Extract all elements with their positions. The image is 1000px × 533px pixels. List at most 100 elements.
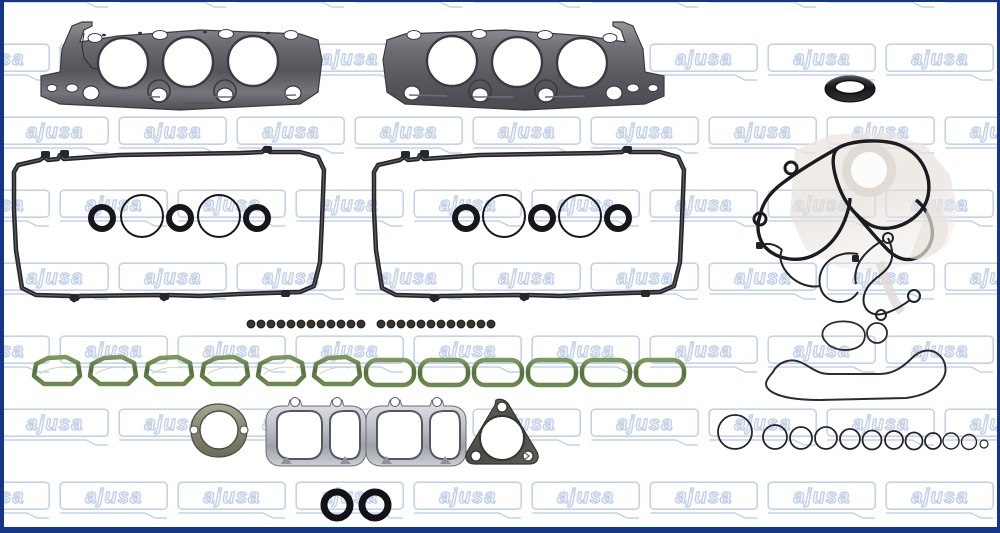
part-exhaust-manifold-gasket-2 [365,397,467,467]
ajusa-watermark: ajusa [0,481,51,521]
ajusa-watermark: ajusa [0,408,110,448]
svg-text:ajusa: ajusa [380,121,437,143]
svg-text:ajusa: ajusa [203,486,260,508]
svg-text:ajusa: ajusa [26,413,83,435]
svg-text:ajusa: ajusa [144,267,201,289]
svg-text:ajusa: ajusa [0,340,25,362]
svg-text:ajusa: ajusa [439,486,496,508]
ajusa-watermark: ajusa [59,335,169,375]
svg-text:ajusa: ajusa [675,340,732,362]
svg-text:ajusa: ajusa [0,48,25,70]
svg-text:ajusa: ajusa [85,486,142,508]
svg-text:ajusa: ajusa [616,413,673,435]
svg-text:ajusa: ajusa [144,121,201,143]
ajusa-watermark: ajusa [649,43,759,83]
svg-text:ajusa: ajusa [616,267,673,289]
ajusa-watermark: ajusa [177,481,287,521]
part-valve-cover-gasket-left [11,145,327,303]
ajusa-watermark: ajusa [590,116,700,156]
svg-text:ajusa: ajusa [793,486,850,508]
ajusa-watermark: ajusa [531,481,641,521]
ajusa-watermark: ajusa [236,0,346,10]
svg-text:ajusa: ajusa [970,267,1000,289]
part-o-ring-row [717,414,989,451]
part-crank-seal [824,75,876,103]
svg-text:ajusa: ajusa [439,340,496,362]
svg-text:ajusa: ajusa [734,267,791,289]
frame-right-border [997,0,1000,533]
svg-text:ajusa: ajusa [557,340,614,362]
svg-text:ajusa: ajusa [616,121,673,143]
ajusa-watermark: ajusa [885,43,995,83]
svg-text:ajusa: ajusa [911,340,968,362]
ajusa-watermark: ajusa [885,335,995,375]
svg-text:ajusa: ajusa [498,121,555,143]
ajusa-watermark: ajusa [590,408,700,448]
svg-text:ajusa: ajusa [911,48,968,70]
frame-bottom-border [0,527,1000,533]
part-timing-cover-gasket [756,232,921,321]
frame-top-border [0,0,1000,2]
svg-text:ajusa: ajusa [675,194,732,216]
ajusa-watermark: ajusa [649,189,759,229]
ajusa-watermark: ajusa [708,408,818,448]
svg-text:ajusa: ajusa [321,194,378,216]
svg-text:ajusa: ajusa [675,48,732,70]
ajusa-watermark: ajusa [118,116,228,156]
ajusa-watermark: ajusa [649,481,759,521]
svg-text:ajusa: ajusa [852,413,909,435]
ajusa-watermark: ajusa [354,116,464,156]
svg-text:ajusa: ajusa [734,413,791,435]
svg-text:ajusa: ajusa [734,121,791,143]
ajusa-watermark: ajusa [767,481,877,521]
ajusa-watermark: ajusa [236,116,346,156]
ajusa-watermark: ajusa [708,0,818,10]
svg-text:ajusa: ajusa [144,413,201,435]
svg-text:ajusa: ajusa [793,48,850,70]
ajusa-watermark: ajusa [0,0,110,10]
ajusa-watermark: ajusa [472,116,582,156]
ajusa-watermark: ajusa [885,481,995,521]
ajusa-watermark: ajusa [531,335,641,375]
ajusa-watermark: ajusa [944,0,1000,10]
ajusa-watermark: ajusa [826,0,936,10]
part-valve-cover-gasket-right [371,145,687,303]
ajusa-watermark: ajusa [708,262,818,302]
svg-text:ajusa: ajusa [498,267,555,289]
svg-text:ajusa: ajusa [26,267,83,289]
svg-text:ajusa: ajusa [970,121,1000,143]
part-valve-stem-seals [246,319,496,329]
ajusa-watermark: ajusa [472,0,582,10]
svg-text:ajusa: ajusa [262,121,319,143]
part-head-gasket-left [40,21,323,111]
frame-left-border [0,0,4,533]
svg-text:ajusa: ajusa [321,48,378,70]
part-exhaust-gasket-oval [189,403,249,458]
part-bottom-seals [320,488,392,522]
ajusa-watermark: ajusa [118,0,228,10]
svg-text:ajusa: ajusa [26,121,83,143]
ajusa-watermark: ajusa [649,335,759,375]
ajusa-watermark: ajusa [295,189,405,229]
svg-text:ajusa: ajusa [85,340,142,362]
part-oil-pan-gasket [765,320,947,402]
part-exhaust-gasket-triangular [465,398,539,465]
ajusa-watermark: ajusa [826,408,936,448]
part-intake-gaskets-type-a [31,354,363,387]
ajusa-watermark: ajusa [413,335,523,375]
svg-text:ajusa: ajusa [85,194,142,216]
part-head-gasket-right [382,21,665,111]
part-exhaust-manifold-gasket-1 [265,397,367,467]
ajusa-watermark: ajusa [354,0,464,10]
part-water-pump-gasket [752,132,958,315]
svg-text:ajusa: ajusa [557,486,614,508]
svg-text:ajusa: ajusa [970,413,1000,435]
ajusa-watermark: ajusa [590,0,700,10]
svg-text:ajusa: ajusa [0,486,25,508]
svg-text:ajusa: ajusa [675,486,732,508]
svg-text:ajusa: ajusa [262,267,319,289]
part-intake-gaskets-type-b [363,357,687,388]
svg-text:ajusa: ajusa [793,340,850,362]
